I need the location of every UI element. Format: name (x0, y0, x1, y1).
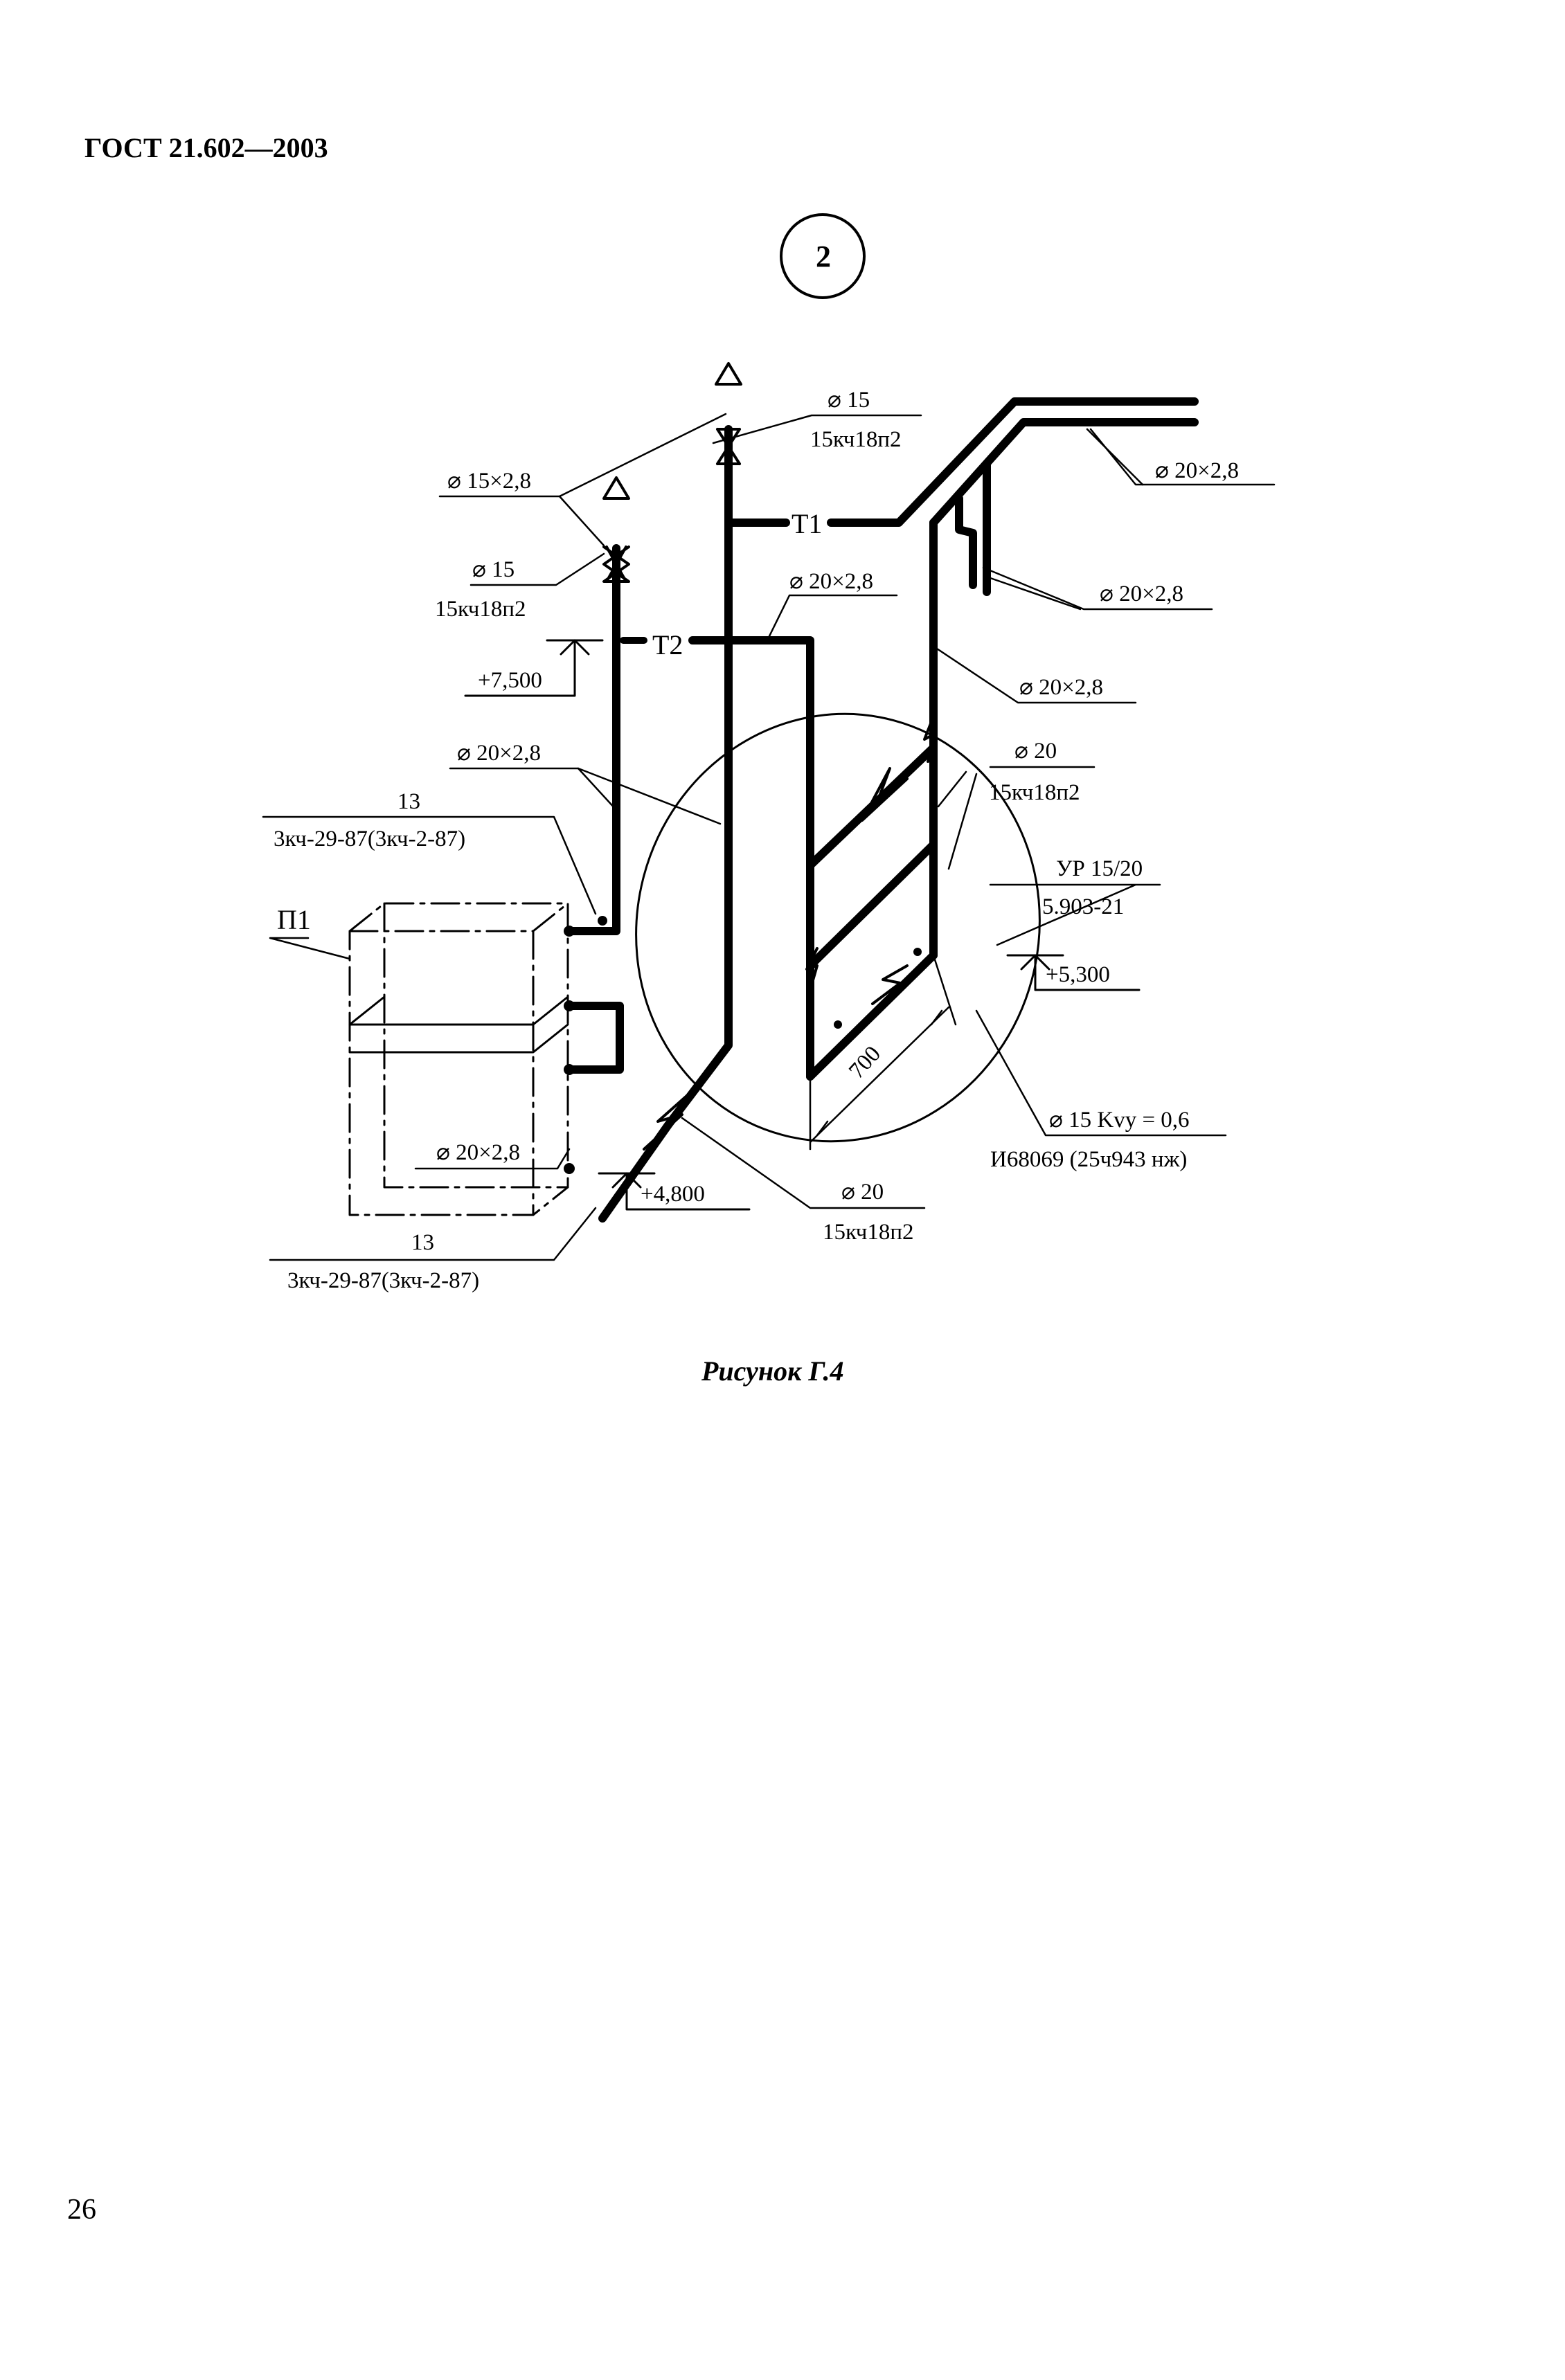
fitting-dots (564, 916, 922, 1174)
label-valve-valves: 15кч18п2 (989, 780, 1080, 805)
label-heater: П1 (277, 904, 311, 935)
document-header: ГОСТ 21.602—2003 (84, 132, 328, 163)
label-valve-bottom: 15кч18п2 (823, 1220, 914, 1245)
label-d20x28-right-b: ⌀ 20×2,8 (1019, 675, 1103, 700)
label-d20x28-top-right: ⌀ 20×2,8 (1155, 458, 1239, 483)
level-5300: +5,300 (1046, 962, 1110, 987)
label-kvy: ⌀ 15 Kvy = 0,6 (1049, 1108, 1190, 1133)
label-dim-700: 700 (844, 1041, 886, 1083)
label-fitting-top-code: 3кч-29-87(3кч-2-87) (274, 827, 465, 851)
label-d20x28-right-a: ⌀ 20×2,8 (1100, 582, 1183, 606)
pipe-t1-label: Т1 (792, 508, 822, 539)
figure-caption: Рисунок Г.4 (701, 1355, 844, 1387)
label-fitting-top-num: 13 (397, 789, 420, 814)
air-vent-left (602, 476, 630, 583)
label-valve-top: 15кч18п2 (810, 427, 902, 452)
heater-box (348, 902, 569, 1216)
pipe-lines (565, 397, 1199, 1223)
node-number: 2 (816, 240, 831, 273)
label-regulator-series: 5.903-21 (1042, 894, 1124, 919)
page-number: 26 (67, 2194, 96, 2226)
label-fitting-bottom-code: 3кч-29-87(3кч-2-87) (287, 1268, 479, 1293)
leader-lines (262, 413, 1276, 1261)
pipe-t2-label: Т2 (652, 629, 683, 660)
bypass-valves (643, 712, 936, 1151)
label-regulator: УР 15/20 (1056, 856, 1143, 881)
regulator-zone (635, 712, 1041, 1143)
label-d20-valves: ⌀ 20 (1014, 739, 1057, 764)
air-vent-top (715, 362, 742, 465)
label-d20x28-heater: ⌀ 20×2,8 (436, 1140, 520, 1165)
label-d20-bottom: ⌀ 20 (841, 1180, 884, 1205)
label-d20x28-main: ⌀ 20×2,8 (457, 741, 541, 766)
label-valve-left: 15кч18п2 (435, 597, 526, 622)
label-fitting-bottom-num: 13 (411, 1230, 434, 1255)
level-4800: +4,800 (641, 1182, 705, 1207)
label-d15-left: ⌀ 15 (472, 557, 515, 582)
t2-dashed-line (620, 630, 732, 661)
label-d15-top: ⌀ 15 (828, 388, 870, 413)
label-d15x28: ⌀ 15×2,8 (447, 469, 531, 494)
label-kvy-valve: И68069 (25ч943 нж) (990, 1147, 1187, 1172)
level-marks (464, 639, 1141, 1211)
dimension-700 (809, 954, 957, 1151)
label-d20x28-riser: ⌀ 20×2,8 (789, 569, 873, 594)
node-number-circle (780, 213, 866, 299)
level-7500: +7,500 (478, 668, 542, 693)
